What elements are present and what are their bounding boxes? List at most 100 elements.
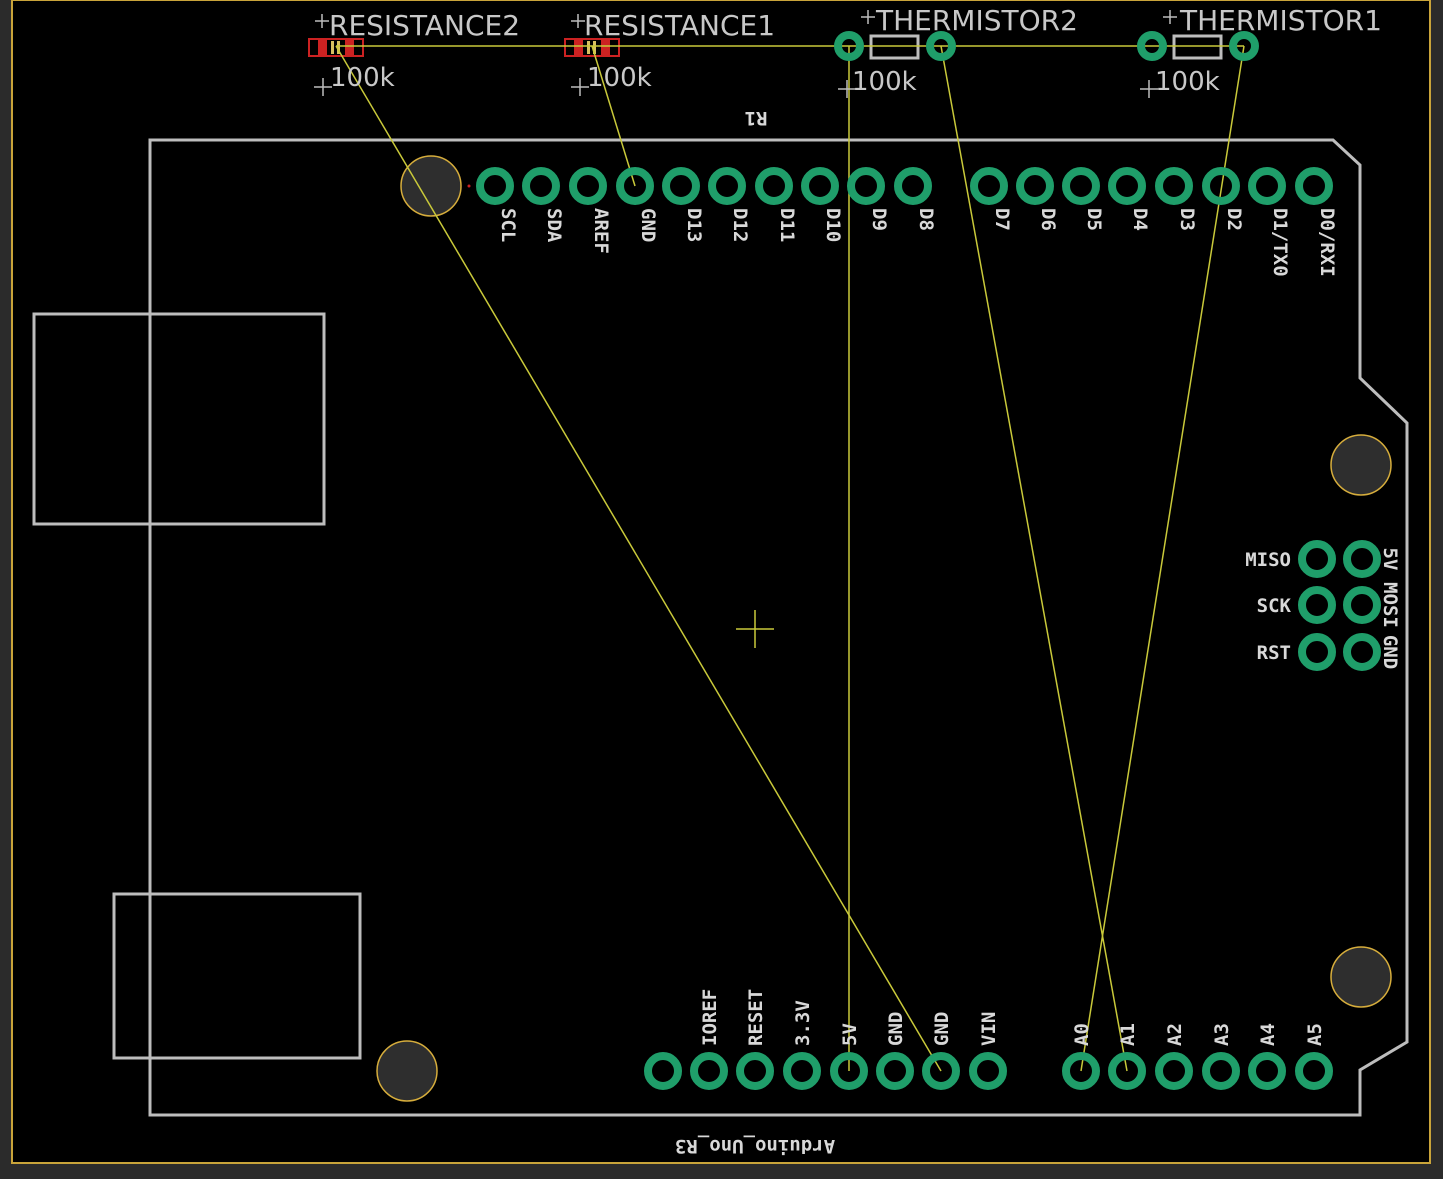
power-pad-5v-3[interactable] [830, 1052, 868, 1090]
icsp-pad-5v[interactable] [1343, 540, 1381, 578]
power-jack-outline [112, 892, 362, 1060]
part-origin-crosses [314, 10, 1177, 98]
analog-label-a4: A4 [1257, 1023, 1279, 1046]
digital-pad-d10[interactable] [801, 167, 839, 205]
power-pad-ioref-0[interactable] [690, 1052, 728, 1090]
mounting-hole-bottom-left [376, 1040, 438, 1102]
analog-pad-a0[interactable] [1062, 1052, 1100, 1090]
analog-pad-a2[interactable] [1155, 1052, 1193, 1090]
digital-label-d10: D10 [822, 208, 844, 242]
analog-pad-a5[interactable] [1295, 1052, 1333, 1090]
digital-pad-d9[interactable] [847, 167, 885, 205]
usb-connector-outline [32, 312, 326, 526]
digital-label-d2: D2 [1223, 208, 1245, 231]
thermistor1-pad-2[interactable] [1229, 31, 1259, 61]
mounting-hole-right-upper [1330, 434, 1392, 496]
digital-pad-d1-tx0[interactable] [1248, 167, 1286, 205]
resistance1-ref: RESISTANCE1 [584, 9, 775, 42]
analog-pad-a4[interactable] [1248, 1052, 1286, 1090]
digital-label-scl: SCL [497, 208, 519, 242]
power-pad-reset-1[interactable] [736, 1052, 774, 1090]
arduino-outline [148, 138, 1409, 1117]
digital-pad-d4[interactable] [1108, 167, 1146, 205]
digital-label-d1-tx0: D1/TX0 [1269, 208, 1291, 277]
resistance2-ref: RESISTANCE2 [329, 9, 520, 42]
icsp-pad-mosi[interactable] [1343, 586, 1381, 624]
mounting-hole-right-lower [1330, 946, 1392, 1008]
ratsnest [335, 45, 1245, 1072]
analog-pad-a3[interactable] [1202, 1052, 1240, 1090]
thermistor1-value: 100k [1155, 67, 1220, 97]
analog-pad-a1[interactable] [1108, 1052, 1146, 1090]
power-label-gnd-5: GND [931, 1012, 953, 1046]
icsp-pad-miso[interactable] [1298, 540, 1336, 578]
power-pad-nc[interactable] [644, 1052, 682, 1090]
icsp-label-sck: SCK [1257, 595, 1292, 617]
thermistor2-pad-2[interactable] [926, 31, 956, 61]
icsp-label-rst: RST [1257, 642, 1291, 664]
analog-label-a0: A0 [1071, 1023, 1093, 1046]
icsp-label-miso: MISO [1245, 549, 1291, 571]
digital-pad-d2[interactable] [1202, 167, 1240, 205]
thermistor1-ref: THERMISTOR1 [1179, 4, 1382, 37]
power-pad-gnd-5[interactable] [922, 1052, 960, 1090]
icsp-label-5v: 5V [1379, 548, 1401, 571]
digital-pad-d8[interactable] [894, 167, 932, 205]
drc-marker [467, 184, 471, 188]
digital-label-aref: AREF [590, 208, 612, 254]
resistance2-footprint[interactable] [308, 38, 364, 57]
power-label-gnd-4: GND [885, 1012, 907, 1046]
power-pad-3-3v-2[interactable] [783, 1052, 821, 1090]
power-label-5v-3: 5V [839, 1023, 861, 1046]
thermistor1-pad-1[interactable] [1137, 31, 1167, 61]
digital-label-d8: D8 [915, 208, 937, 231]
mounting-hole-top-left [400, 155, 462, 217]
thermistor2-ref: THERMISTOR2 [875, 4, 1078, 37]
power-label-3-3v-2: 3.3V [792, 1000, 814, 1046]
analog-label-a2: A2 [1164, 1023, 1186, 1046]
power-pad-gnd-4[interactable] [876, 1052, 914, 1090]
power-label-vin-6: VIN [978, 1012, 1000, 1046]
thermistor1-body [1172, 34, 1223, 60]
digital-pad-d0-rxi[interactable] [1295, 167, 1333, 205]
digital-label-d5: D5 [1083, 208, 1105, 231]
digital-label-d3: D3 [1176, 208, 1198, 231]
digital-label-gnd: GND [637, 208, 659, 242]
digital-pad-scl[interactable] [476, 167, 514, 205]
resistance1-footprint[interactable] [564, 38, 620, 57]
power-pad-vin-6[interactable] [969, 1052, 1007, 1090]
digital-label-d4: D4 [1129, 208, 1151, 231]
icsp-pad-sck[interactable] [1298, 586, 1336, 624]
digital-label-d11: D11 [776, 208, 798, 242]
digital-pad-d5[interactable] [1062, 167, 1100, 205]
digital-label-d12: D12 [729, 208, 751, 242]
digital-pad-aref[interactable] [569, 167, 607, 205]
digital-pad-d13[interactable] [662, 167, 700, 205]
digital-pad-d11[interactable] [755, 167, 793, 205]
analog-label-a3: A3 [1211, 1023, 1233, 1046]
digital-pad-gnd[interactable] [616, 167, 654, 205]
digital-label-sda: SDA [543, 208, 565, 243]
board-name-label: Arduino_Uno_R3 [675, 1135, 835, 1157]
resistance1-value: 100k [587, 63, 652, 93]
icsp-label-gnd: GND [1379, 635, 1401, 669]
thermistor2-value: 100k [852, 67, 917, 97]
board-origin-cross [736, 610, 774, 648]
digital-label-d7: D7 [991, 208, 1013, 231]
digital-pad-d6[interactable] [1016, 167, 1054, 205]
digital-pad-sda[interactable] [522, 167, 560, 205]
thermistor2-pad-1[interactable] [834, 31, 864, 61]
resistance2-value: 100k [330, 63, 395, 93]
digital-pad-d12[interactable] [708, 167, 746, 205]
icsp-pad-rst[interactable] [1298, 633, 1336, 671]
digital-pad-d7[interactable] [970, 167, 1008, 205]
digital-pad-d3[interactable] [1155, 167, 1193, 205]
analog-label-a5: A5 [1304, 1023, 1326, 1046]
board-small-label: R1 [745, 107, 768, 129]
icsp-pad-gnd[interactable] [1343, 633, 1381, 671]
power-label-ioref-0: IOREF [699, 989, 721, 1046]
